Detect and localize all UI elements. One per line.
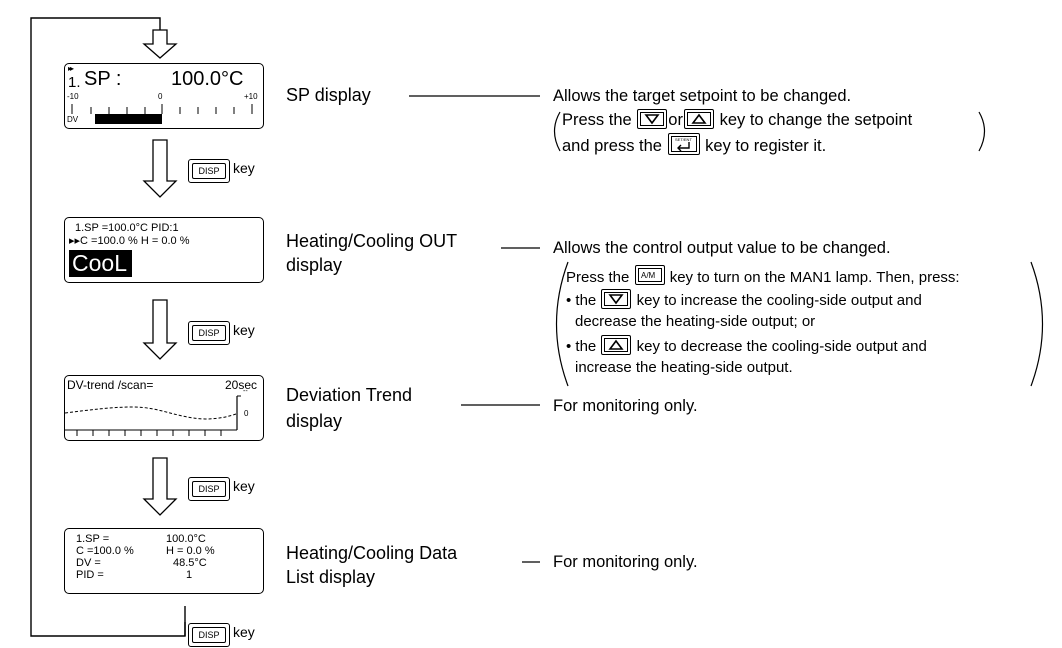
disp-key-label: DISP: [192, 325, 226, 341]
desc-text: key to change the setpoint: [719, 111, 913, 129]
key-word-label: key: [233, 478, 255, 494]
lcd-datalist-display: 1.SP = 100.0°C C =100.0 % H = 0.0 % DV =…: [64, 528, 264, 594]
desc-text: • the: [566, 338, 597, 355]
label-out-display-line1: Heating/Cooling OUT: [286, 231, 458, 251]
desc-out-bullet1-cont: decrease the heating-side output; or: [575, 313, 816, 330]
data-row2-value: H = 0.0 %: [166, 545, 215, 557]
label-data-display-line1: Heating/Cooling Data: [286, 543, 458, 563]
disp-key-label: DISP: [192, 627, 226, 643]
desc-out-main: Allows the control output value to be ch…: [553, 239, 891, 257]
paren-right-out: [1030, 261, 1044, 387]
sp-line1-label: SP :: [84, 68, 122, 90]
paren-right-sp: [978, 111, 986, 152]
hollow-arrow-1: [142, 139, 178, 198]
data-row3-value: 48.5°C: [173, 557, 207, 569]
label-trend-display-line2: display: [286, 411, 343, 431]
data-row3-label: DV =: [76, 557, 101, 569]
desc-text: and press the: [562, 137, 662, 155]
down-key-icon: [637, 109, 668, 129]
desc-sp-line2: Press the or key to change the setpoint: [562, 109, 912, 130]
hollow-arrow-2: [142, 299, 178, 360]
hollow-arrow-entry: [142, 29, 178, 59]
disp-key-button[interactable]: DISP: [188, 477, 230, 501]
label-data-display-line2: List display: [286, 567, 376, 587]
sp-marker-icon: ▸▸: [68, 64, 74, 73]
trend-scan: 20sec: [225, 378, 258, 392]
data-row2-label: C =100.0 %: [76, 545, 134, 557]
desc-text: or: [668, 111, 683, 129]
desc-trend-main: For monitoring only.: [553, 397, 698, 415]
trend-title: DV-trend /scan=: [67, 378, 154, 392]
disp-key-button[interactable]: DISP: [188, 623, 230, 647]
paren-left-sp: [553, 111, 561, 152]
out-line2: ▸▸C =100.0 % H = 0.0 %: [69, 235, 190, 247]
desc-text: key to turn on the MAN1 lamp. Then, pres…: [669, 269, 960, 286]
lcd-sp-display: ▸▸ 1. SP : 100.0°C -10 0 +10 DV: [64, 63, 264, 129]
desc-out-bullet2: • the key to decrease the cooling-side o…: [566, 335, 927, 357]
data-row1-label: 1.SP =: [76, 533, 110, 545]
desc-text: key to decrease the cooling-side output …: [636, 338, 927, 355]
data-row4-label: PID =: [76, 569, 104, 581]
disp-key-button[interactable]: DISP: [188, 321, 230, 345]
desc-out-bullet1: • the key to increase the cooling-side o…: [566, 289, 922, 311]
label-trend-display-line1: Deviation Trend: [286, 385, 413, 405]
up-key-icon: [683, 109, 714, 129]
trend-wave: [65, 395, 241, 436]
sp-deviation-bar: [71, 104, 253, 124]
trend-top-tick: --: [243, 388, 248, 395]
am-key-icon: A/M: [634, 265, 665, 285]
out-big-mode: CooL: [69, 250, 132, 277]
disp-key-label: DISP: [192, 481, 226, 497]
desc-text: Press the: [562, 111, 632, 129]
enter-key-icon: SET/ENT: [667, 133, 700, 155]
up-key-icon: [601, 335, 632, 355]
desc-out-line1: Press the A/M key to turn on the MAN1 la…: [566, 265, 960, 288]
desc-text: key to register it.: [705, 137, 827, 155]
sp-dv-label: DV: [67, 115, 79, 124]
key-word-label: key: [233, 322, 255, 338]
data-row4-value: 1: [186, 569, 193, 581]
key-word-label: key: [233, 160, 255, 176]
desc-text: Press the: [566, 269, 630, 286]
desc-sp-main: Allows the target setpoint to be changed…: [553, 87, 852, 105]
hollow-arrow-3: [142, 457, 178, 516]
sp-scale-max: +10: [244, 92, 258, 101]
sp-line1-number: 1.: [68, 74, 81, 91]
paren-left-out: [555, 261, 569, 387]
desc-text: key to increase the cooling-side output …: [636, 292, 922, 309]
desc-sp-line3: and press the SET/ENT key to register it…: [562, 133, 826, 156]
disp-key-button[interactable]: DISP: [188, 159, 230, 183]
lcd-out-display: 1.SP =100.0°C PID:1 ▸▸C =100.0 % H = 0.0…: [64, 217, 264, 283]
sp-line1-value: 100.0°C: [171, 68, 244, 90]
desc-text: • the: [566, 292, 597, 309]
label-out-display-line2: display: [286, 255, 343, 275]
out-line1: 1.SP =100.0°C PID:1: [75, 222, 179, 234]
sp-scale-min: -10: [67, 92, 79, 101]
label-sp-display: SP display: [286, 85, 371, 105]
down-key-icon: [601, 289, 632, 309]
am-key-text: A/M: [641, 271, 656, 280]
desc-out-bullet2-cont: increase the heating-side output.: [575, 359, 793, 376]
key-word-label: key: [233, 624, 255, 640]
desc-data-main: For monitoring only.: [553, 553, 698, 571]
sp-scale-mid: 0: [158, 92, 163, 101]
lcd-trend-display: DV-trend /scan= 20sec -- 0: [64, 375, 264, 441]
trend-zero: 0: [244, 409, 249, 418]
disp-key-label: DISP: [192, 163, 226, 179]
data-row1-value: 100.0°C: [166, 533, 206, 545]
set-ent-key-text: SET/ENT: [675, 137, 692, 142]
